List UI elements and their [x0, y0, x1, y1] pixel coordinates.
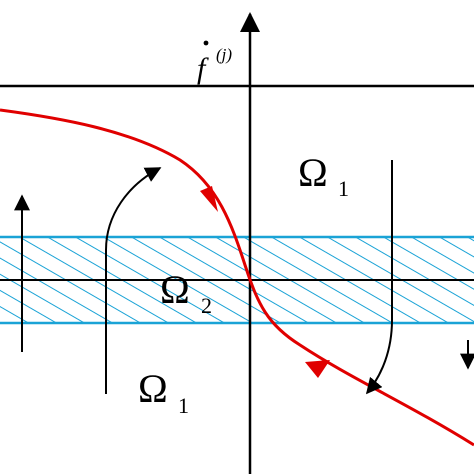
band-region-border: [0, 235, 474, 325]
curved-down-arrow: [365, 160, 393, 395]
region-upper-subscript: 1: [338, 176, 349, 201]
curve-arrowhead-lower: [305, 360, 330, 378]
curve-arrowhead-upper: [200, 186, 218, 212]
axis-label-symbol: f: [197, 52, 209, 85]
axis-label-superscript: (j): [216, 45, 232, 64]
trajectory-curve: [0, 108, 474, 447]
region-band-subscript: 2: [201, 293, 212, 318]
curved-up-arrow: [105, 167, 162, 394]
axis-label-dot: [203, 40, 209, 46]
region-band-label: Ω: [160, 267, 190, 312]
region-lower-label: Ω: [138, 366, 168, 411]
region-upper-label: Ω: [298, 150, 328, 195]
region-lower-subscript: 1: [178, 393, 189, 418]
